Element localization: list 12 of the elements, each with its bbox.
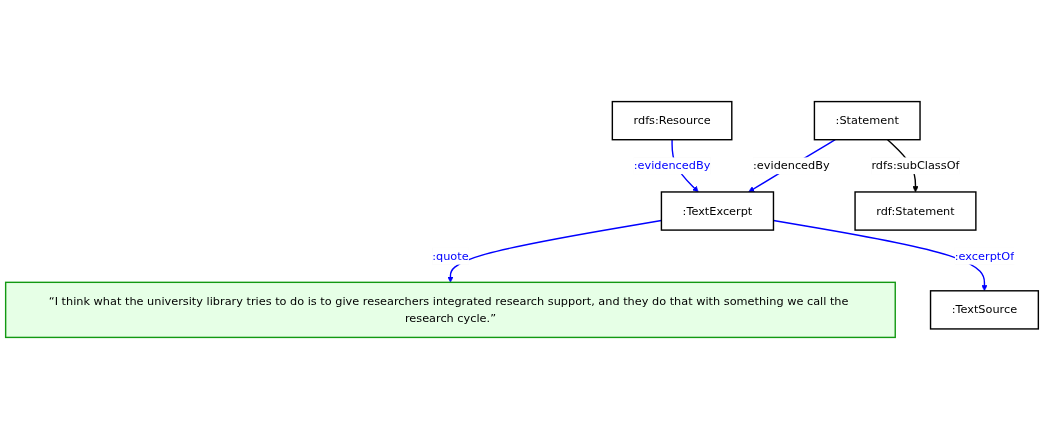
edge-label: rdfs:subClassOf bbox=[871, 158, 960, 173]
node-box: rdf:Statement bbox=[854, 191, 977, 231]
edge-label: :evidencedBy bbox=[633, 158, 711, 173]
node-box: :Statement bbox=[813, 100, 921, 141]
edge-label: :evidencedBy bbox=[753, 158, 830, 173]
node-box: :TextExcerpt bbox=[660, 191, 775, 231]
node-box: :TextSource bbox=[929, 290, 1040, 330]
node-box: “I think what the university library tries to do is to give researchers integrated research support, and they do that with something we call the research cycle.” bbox=[4, 281, 896, 339]
arrow bbox=[748, 139, 836, 193]
edge-label: :excerptOf bbox=[954, 249, 1015, 263]
edge-label: :quote bbox=[432, 249, 469, 263]
node-box: rdfs:Resource bbox=[611, 100, 733, 141]
